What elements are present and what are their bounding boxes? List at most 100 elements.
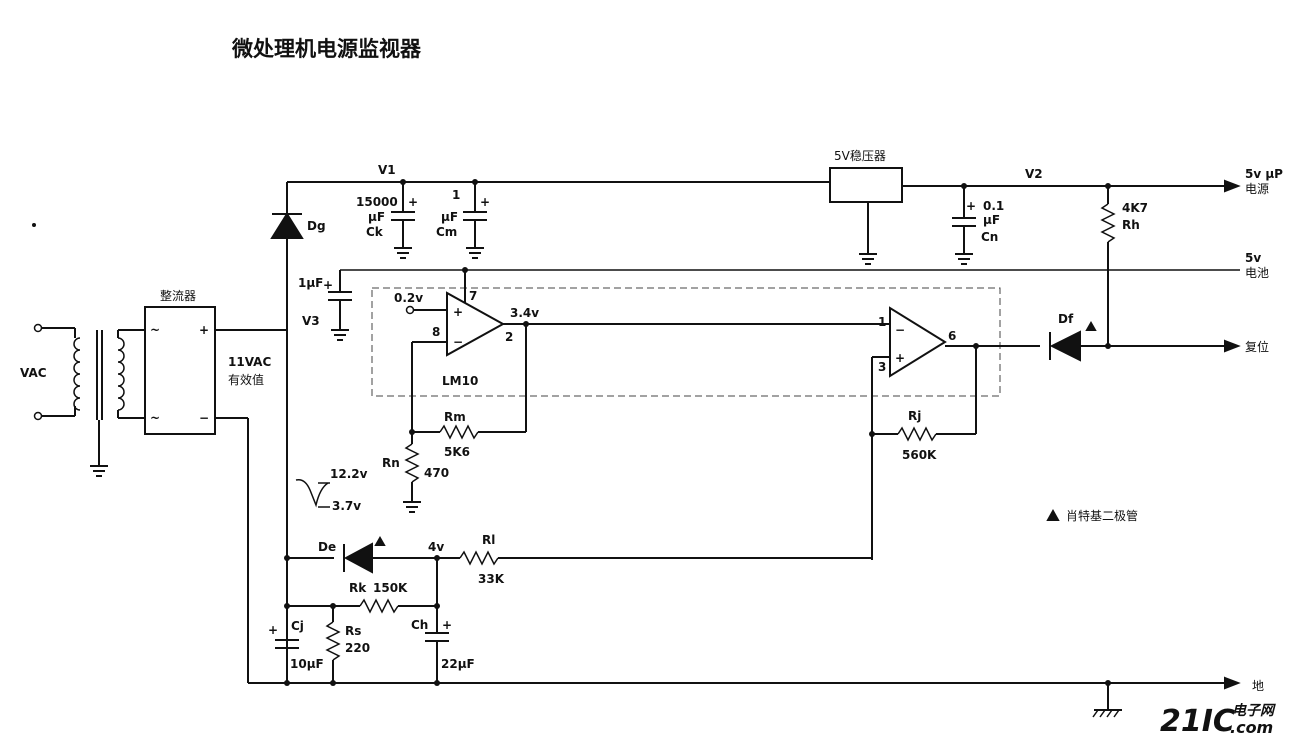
v3-label: V3	[302, 314, 320, 328]
lm10-minus: −	[453, 335, 463, 349]
ck-label: Ck	[366, 225, 384, 239]
cn-unit: μF	[983, 213, 1000, 227]
transformer	[73, 329, 145, 466]
lm10-package-outline	[371, 287, 1001, 397]
cj-label: Cj	[291, 619, 304, 633]
de-schottky-marker	[374, 535, 386, 546]
cn-plus: +	[966, 199, 976, 213]
chassis-ground-symbol	[1092, 683, 1122, 718]
waveform-high: 12.2v	[330, 467, 368, 481]
up-supply-arrow	[1224, 179, 1241, 193]
ground-arrow	[1224, 676, 1241, 690]
comparator-pin1: 1	[878, 315, 886, 329]
comparator-pin3: 3	[878, 360, 886, 374]
diagram-title: 微处理机电源监视器	[231, 37, 422, 61]
rk-label: Rk	[349, 581, 367, 595]
lm10-opamp	[446, 291, 506, 357]
capacitor-c3	[328, 270, 352, 341]
rl-value: 33K	[478, 572, 505, 586]
rj-label: Rj	[908, 409, 921, 423]
capacitor-cn	[952, 186, 976, 265]
regulator-ground	[859, 253, 877, 265]
node-4v-label: 4v	[428, 540, 444, 554]
rm-value: 5K6	[444, 445, 470, 459]
ck-plus: +	[408, 195, 418, 209]
ck-unit: μF	[368, 210, 385, 224]
comparator-minus: −	[895, 323, 905, 337]
resistor-rl	[459, 550, 499, 566]
rk-value: 150K	[373, 581, 408, 595]
ground-symbol	[90, 465, 108, 477]
df-schottky-marker	[1085, 320, 1097, 331]
ch-label: Ch	[411, 618, 428, 632]
rn-label: Rn	[382, 456, 400, 470]
rectifier-minus: −	[199, 411, 209, 425]
resistor-rn	[404, 443, 420, 483]
lm10-pin2: 2	[505, 330, 513, 344]
de-schottky-diode	[343, 542, 373, 574]
lm10-plus: +	[453, 305, 463, 319]
resistor-rh	[1100, 203, 1116, 243]
up-supply-label: 5v μP	[1245, 167, 1283, 181]
cj-value: 10μF	[290, 657, 324, 671]
resistor-rk	[359, 598, 399, 614]
site-watermark-logo: 21IC 电子网 .com	[1160, 702, 1276, 739]
rectifier-label: 整流器	[160, 288, 196, 303]
cm-plus: +	[480, 195, 490, 209]
rectifier-block	[144, 306, 216, 435]
rh-label: Rh	[1122, 218, 1140, 232]
lm10-pin7: 7	[469, 289, 477, 303]
ck-value: 15000	[356, 195, 398, 209]
battery-note: 电池	[1245, 266, 1269, 280]
capacitor-ch	[425, 632, 449, 683]
resistor-rj	[897, 426, 937, 442]
rh-value: 4K7	[1122, 201, 1148, 215]
lm10-output-voltage: 3.4v	[510, 306, 539, 320]
cj-plus: +	[268, 623, 278, 637]
reset-label: 复位	[1245, 339, 1269, 354]
comparator-plus: +	[895, 351, 905, 365]
df-label: Df	[1058, 312, 1074, 326]
lm10-pin8: 8	[432, 325, 440, 339]
rl-label: Rl	[482, 533, 495, 547]
cn-value: 0.1	[983, 199, 1004, 213]
regulator-block	[829, 167, 903, 203]
cm-label: Cm	[436, 225, 457, 239]
capacitor-cm	[463, 182, 487, 259]
ac-voltage-label: 11VAC	[228, 355, 271, 369]
rectifier-plus: +	[199, 323, 209, 337]
up-supply-note: 电源	[1245, 182, 1269, 196]
reference-terminal	[405, 305, 415, 315]
schottky-legend: 肖特基二极管	[1066, 508, 1138, 523]
watermark-domain: .com	[1230, 718, 1273, 737]
ch-plus: +	[442, 618, 452, 632]
waveform-low: 3.7v	[332, 499, 361, 513]
de-label: De	[318, 540, 336, 554]
rs-value: 220	[345, 641, 370, 655]
rs-label: Rs	[345, 624, 361, 638]
ac-voltage-note: 有效值	[228, 372, 264, 387]
cn-label: Cn	[981, 230, 998, 244]
lm10-label: LM10	[442, 374, 478, 388]
resistor-rs	[325, 621, 341, 661]
ground-label: 地	[1252, 679, 1264, 693]
regulator-label: 5V稳压器	[834, 148, 886, 163]
capacitor-cj	[275, 639, 299, 649]
cm-value: 1	[452, 188, 460, 202]
c3-plus: +	[323, 278, 333, 292]
comparator-pin6: 6	[948, 329, 956, 343]
cm-unit: μF	[441, 210, 458, 224]
battery-label: 5v	[1245, 251, 1261, 265]
watermark-brand: 21IC	[1160, 704, 1235, 739]
vac-label: VAC	[20, 366, 47, 380]
resistor-rm	[439, 424, 479, 440]
rj-value: 560K	[902, 448, 937, 462]
ch-value: 22μF	[441, 657, 475, 671]
rectifier-ac2: ~	[150, 411, 160, 425]
rn-value: 470	[424, 466, 449, 480]
rectifier-ac1: ~	[150, 323, 160, 337]
dg-diode	[270, 212, 304, 239]
reset-arrow	[1224, 339, 1241, 353]
capacitor-ck	[391, 182, 415, 259]
